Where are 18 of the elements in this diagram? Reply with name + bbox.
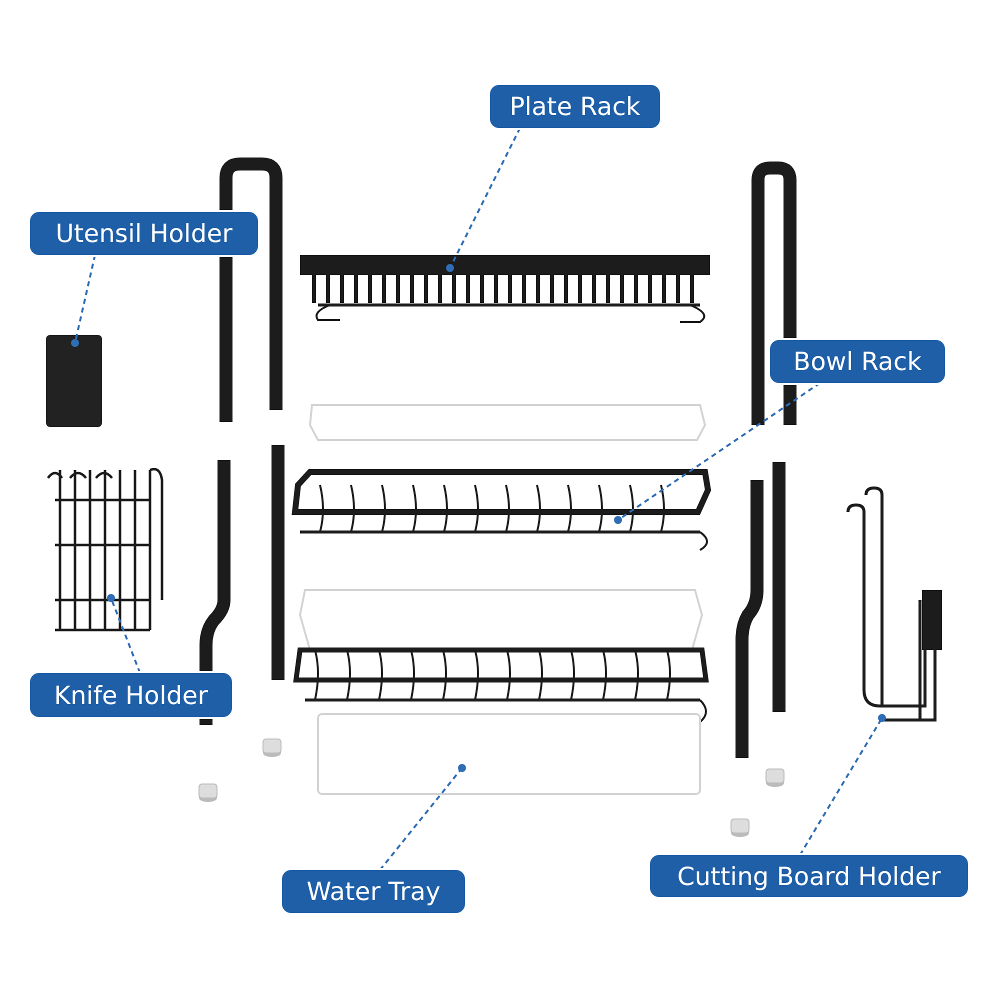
utensil-holder-cup [46, 335, 102, 427]
leader-line [614, 382, 821, 524]
callout-label: Cutting Board Holder [650, 855, 968, 897]
callout-label: Utensil Holder [30, 212, 258, 255]
leader-line [107, 594, 141, 674]
callout-label: Water Tray [282, 870, 465, 913]
plate-rack-drawing [300, 255, 710, 323]
leader-line [446, 128, 521, 272]
callout-label: Bowl Rack [770, 340, 945, 383]
cutting-board-holder-drawing [846, 486, 942, 722]
knife-holder-drawing [46, 468, 164, 632]
leader-line [799, 714, 886, 856]
leader-line [71, 254, 96, 347]
water-tray [317, 713, 701, 795]
callout-label: Knife Holder [30, 673, 232, 717]
callout-label: Plate Rack [490, 85, 660, 128]
bowl-rack-drawing [292, 469, 712, 551]
leader-line [379, 764, 466, 871]
